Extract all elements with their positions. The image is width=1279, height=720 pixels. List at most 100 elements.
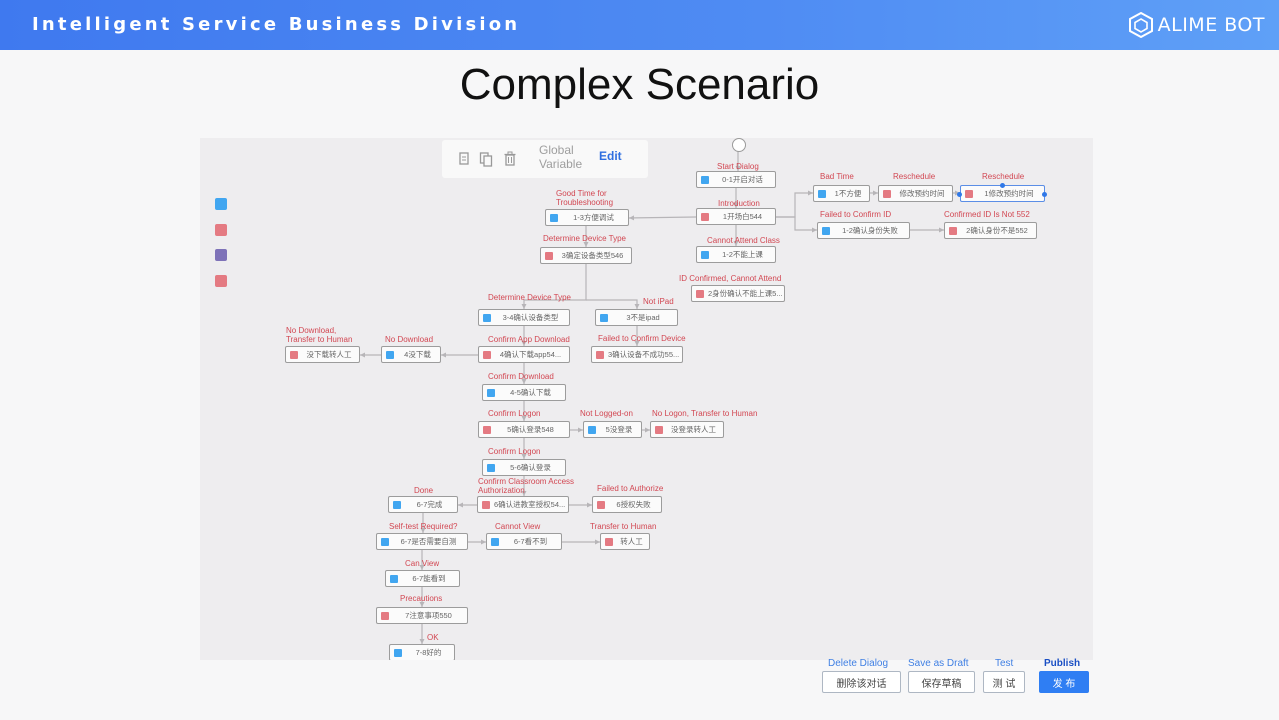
flow-node-text: 2确认身份不是552 xyxy=(966,226,1028,235)
edge-label: Bad Time xyxy=(820,172,854,181)
flow-node-text: 1开场白544 xyxy=(722,212,763,221)
flow-edge-arrowhead xyxy=(521,491,527,496)
flow-node-text: 5没登录 xyxy=(605,425,633,434)
publish-button[interactable]: 发 布 xyxy=(1039,671,1089,693)
flow-node-text: 6授权失败 xyxy=(616,500,651,509)
flow-node[interactable]: 0-1开启对话 xyxy=(696,171,776,188)
question-node-icon xyxy=(600,313,608,322)
edge-label: Done xyxy=(414,486,434,495)
selection-handle[interactable] xyxy=(957,192,962,197)
flow-node[interactable]: 7-8好的 xyxy=(389,644,455,660)
flow-node[interactable]: 6-7完成 xyxy=(388,496,458,513)
flow-node-text: 6确认进教室授权54... xyxy=(494,500,566,509)
edge-label: OK xyxy=(427,633,439,642)
delete-dialog-caption: Delete Dialog xyxy=(828,658,889,669)
flow-node[interactable]: 7注意事项550 xyxy=(376,607,468,624)
flow-node[interactable]: 2身份确认不能上课5... xyxy=(691,285,785,302)
flow-node-text: 3不是ipad xyxy=(626,313,660,322)
flow-node-text: 7-8好的 xyxy=(415,648,442,657)
flow-node[interactable]: 5-6确认登录 xyxy=(482,459,566,476)
flow-edge-arrowhead xyxy=(939,227,944,233)
question-node-icon xyxy=(390,574,398,583)
flow-node-text: 6-7看不到 xyxy=(513,537,548,546)
flow-node-text: 6-7是否需要自测 xyxy=(400,537,457,546)
flow-edge-arrowhead xyxy=(634,341,640,346)
reply-node-icon xyxy=(965,189,973,198)
flow-node[interactable]: 4没下载 xyxy=(381,346,441,363)
flow-node[interactable]: 1不方便 xyxy=(813,185,870,202)
edge-label: No Logon, Transfer to Human xyxy=(652,409,758,418)
edge-label: Confirmed ID Is Not 552 xyxy=(944,210,1030,219)
flow-node[interactable]: 5没登录 xyxy=(583,421,642,438)
trash-icon[interactable] xyxy=(503,151,517,167)
palette-function-node[interactable] xyxy=(215,249,227,261)
flow-edge-arrowhead xyxy=(812,227,817,233)
global-variable-label: Global Variable xyxy=(539,143,583,171)
flow-node[interactable]: 没登录转人工 xyxy=(650,421,724,438)
flow-edge xyxy=(586,299,638,309)
copy-icon[interactable] xyxy=(457,151,471,167)
flow-node[interactable]: 3确定设备类型546 xyxy=(540,247,632,264)
flow-node[interactable]: 6授权失败 xyxy=(592,496,662,513)
flow-node[interactable]: 3确认设备不成功55... xyxy=(591,346,683,363)
edge-label: No Download xyxy=(385,335,434,344)
edge-label: Self-test Required? xyxy=(389,522,458,531)
flow-start-point[interactable] xyxy=(732,138,746,152)
flow-edge-arrowhead xyxy=(521,341,527,346)
flow-node[interactable]: 1开场白544 xyxy=(696,208,776,225)
reply-node-icon xyxy=(483,425,491,434)
palette-question-node[interactable] xyxy=(215,198,227,210)
flow-node[interactable]: 6-7是否需要自测 xyxy=(376,533,468,550)
reply-node-icon xyxy=(883,189,891,198)
flow-edge-arrowhead xyxy=(733,203,739,208)
flow-node[interactable]: 没下载转人工 xyxy=(285,346,360,363)
delete-dialog-button[interactable]: 删除该对话 xyxy=(822,671,901,693)
edge-label: Cannot Attend Class xyxy=(707,236,780,245)
flow-edge-arrowhead xyxy=(629,215,635,221)
flow-node[interactable]: 3-4确认设备类型 xyxy=(478,309,570,326)
selection-handle[interactable] xyxy=(1042,192,1047,197)
selection-handle[interactable] xyxy=(1000,183,1005,188)
flow-node[interactable]: 2确认身份不是552 xyxy=(944,222,1037,239)
flow-node[interactable]: 1-2不能上课 xyxy=(696,246,776,263)
palette-reply-node[interactable] xyxy=(215,224,227,236)
edge-label: Confirm Logon xyxy=(488,447,541,456)
global-variable-edit-link[interactable]: Edit xyxy=(599,149,622,163)
duplicate-icon[interactable] xyxy=(479,151,493,167)
flow-edge-arrowhead xyxy=(873,190,878,196)
palette-transfer-node[interactable] xyxy=(215,275,227,287)
reply-node-icon xyxy=(696,289,704,298)
reply-node-icon xyxy=(483,350,491,359)
edge-label: No Download, Transfer to Human xyxy=(286,326,353,344)
question-node-icon xyxy=(394,648,402,657)
test-button[interactable]: 测 试 xyxy=(983,671,1025,693)
edge-label: Cannot View xyxy=(495,522,541,531)
flow-edge xyxy=(776,216,817,231)
flow-node[interactable]: 4-5确认下载 xyxy=(482,384,566,401)
flow-edge-arrowhead xyxy=(458,502,463,508)
flow-node-text: 6-7能看到 xyxy=(412,574,446,583)
flow-node[interactable]: 修改预约时间 xyxy=(878,185,953,202)
flow-node[interactable]: 1-3方便调试 xyxy=(545,209,629,226)
flow-node[interactable]: 6确认进教室授权54... xyxy=(477,496,569,513)
flow-edge-arrowhead xyxy=(634,304,640,309)
edge-label: Introduction xyxy=(718,199,760,208)
flow-node[interactable]: 3不是ipad xyxy=(595,309,678,326)
division-title: Intelligent Service Business Division xyxy=(32,14,521,35)
alime-logo-icon xyxy=(1128,12,1153,38)
edge-label: Reschedule xyxy=(982,172,1025,181)
edge-label: Confirm Download xyxy=(488,372,554,381)
save-draft-button[interactable]: 保存草稿 xyxy=(908,671,975,693)
question-node-icon xyxy=(381,537,389,546)
flow-node[interactable]: 6-7看不到 xyxy=(486,533,562,550)
flow-node-text: 6-7完成 xyxy=(416,500,443,509)
flow-edge xyxy=(628,216,697,219)
flow-node[interactable]: 6-7能看到 xyxy=(385,570,460,587)
dialog-flow-canvas[interactable]: Global Variable Edit 0-1开启对话 1开场白544 1-2不能… xyxy=(200,138,1093,660)
flow-node[interactable]: 转人工 xyxy=(600,533,650,550)
question-node-icon xyxy=(588,425,596,434)
flow-edge-arrowhead xyxy=(521,304,527,309)
flow-node[interactable]: 4确认下载app54... xyxy=(478,346,570,363)
flow-node[interactable]: 5确认登录548 xyxy=(478,421,570,438)
flow-node[interactable]: 1-2确认身份失败 xyxy=(817,222,910,239)
